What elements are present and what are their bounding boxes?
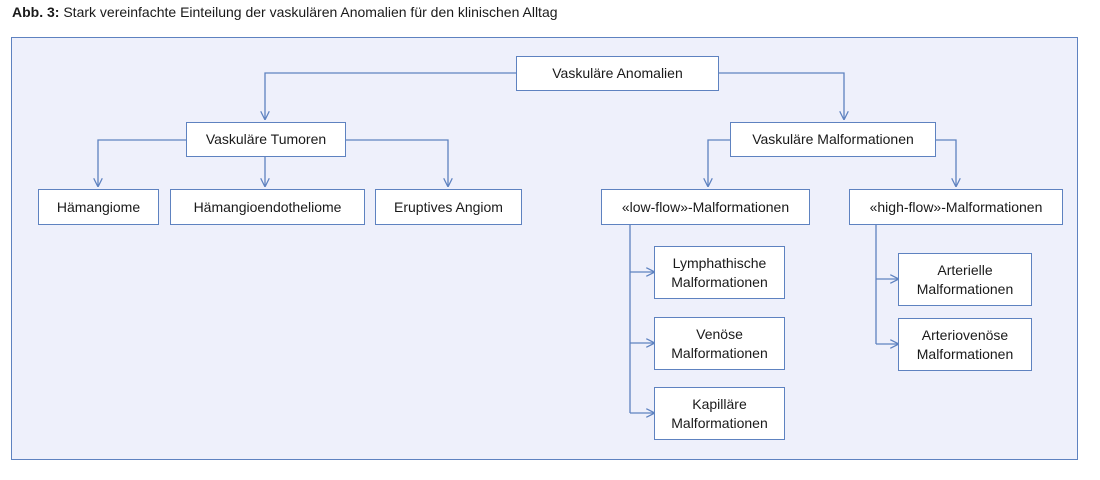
node-label: Eruptives Angiom — [394, 198, 503, 215]
figure-caption-prefix: Abb. 3: — [12, 4, 60, 20]
connector-tumors-haemangiome — [98, 139, 186, 186]
node-eruptives-angiom: Eruptives Angiom — [375, 189, 522, 225]
connector-tumors-eruptives — [346, 139, 448, 186]
node-vaskulaere-tumoren: Vaskuläre Tumoren — [186, 122, 346, 157]
node-venoese-malformationen: Venöse Malformationen — [654, 317, 785, 370]
node-label: Hämangioendotheliome — [193, 198, 342, 215]
node-vaskulaere-anomalien: Vaskuläre Anomalien — [516, 56, 719, 91]
node-haemangioendotheliome: Hämangioendotheliome — [170, 189, 365, 225]
node-label-line2: Malformationen — [916, 280, 1014, 297]
connector-malformations-highflow — [936, 139, 956, 186]
connector-root-malformations — [719, 72, 844, 119]
node-vaskulaere-malformationen: Vaskuläre Malformationen — [730, 122, 936, 157]
node-label: «low-flow»-Malformationen — [621, 198, 790, 215]
node-label: Vaskuläre Malformationen — [752, 131, 914, 147]
node-label: «high-flow»-Malformationen — [869, 198, 1043, 215]
node-label: Vaskuläre Tumoren — [205, 131, 327, 147]
node-label-line1: Arteriovenöse — [921, 326, 1009, 343]
figure-caption-text: Stark vereinfachte Einteilung der vaskul… — [63, 4, 558, 20]
node-label-line2: Malformationen — [671, 344, 768, 361]
node-label-line1: Lymphathische — [672, 254, 767, 271]
node-arteriovenoese-malformationen: Arteriovenöse Malformationen — [898, 318, 1032, 371]
node-arterielle-malformationen: Arterielle Malformationen — [898, 253, 1032, 306]
node-low-flow: «low-flow»-Malformationen — [601, 189, 810, 225]
node-high-flow: «high-flow»-Malformationen — [849, 189, 1063, 225]
node-label: Vaskuläre Anomalien — [552, 65, 683, 81]
node-label-line1: Kapilläre — [692, 395, 747, 412]
node-label-line2: Malformationen — [671, 273, 768, 290]
node-label-line2: Malformationen — [671, 414, 768, 431]
figure-caption: Abb. 3: Stark vereinfachte Einteilung de… — [12, 4, 558, 20]
connector-malformations-lowflow — [708, 139, 730, 186]
node-label-line1: Venöse — [696, 325, 743, 342]
node-label-line2: Malformationen — [916, 345, 1014, 362]
node-kapillaere-malformationen: Kapilläre Malformationen — [654, 387, 785, 440]
connector-root-tumors — [265, 72, 516, 119]
node-label: Hämangiome — [56, 198, 141, 215]
node-haemangiome: Hämangiome — [38, 189, 159, 225]
node-label-line1: Arterielle — [937, 261, 993, 278]
node-lymphatische-malformationen: Lymphathische Malformationen — [654, 246, 785, 299]
diagram-panel — [11, 37, 1078, 460]
